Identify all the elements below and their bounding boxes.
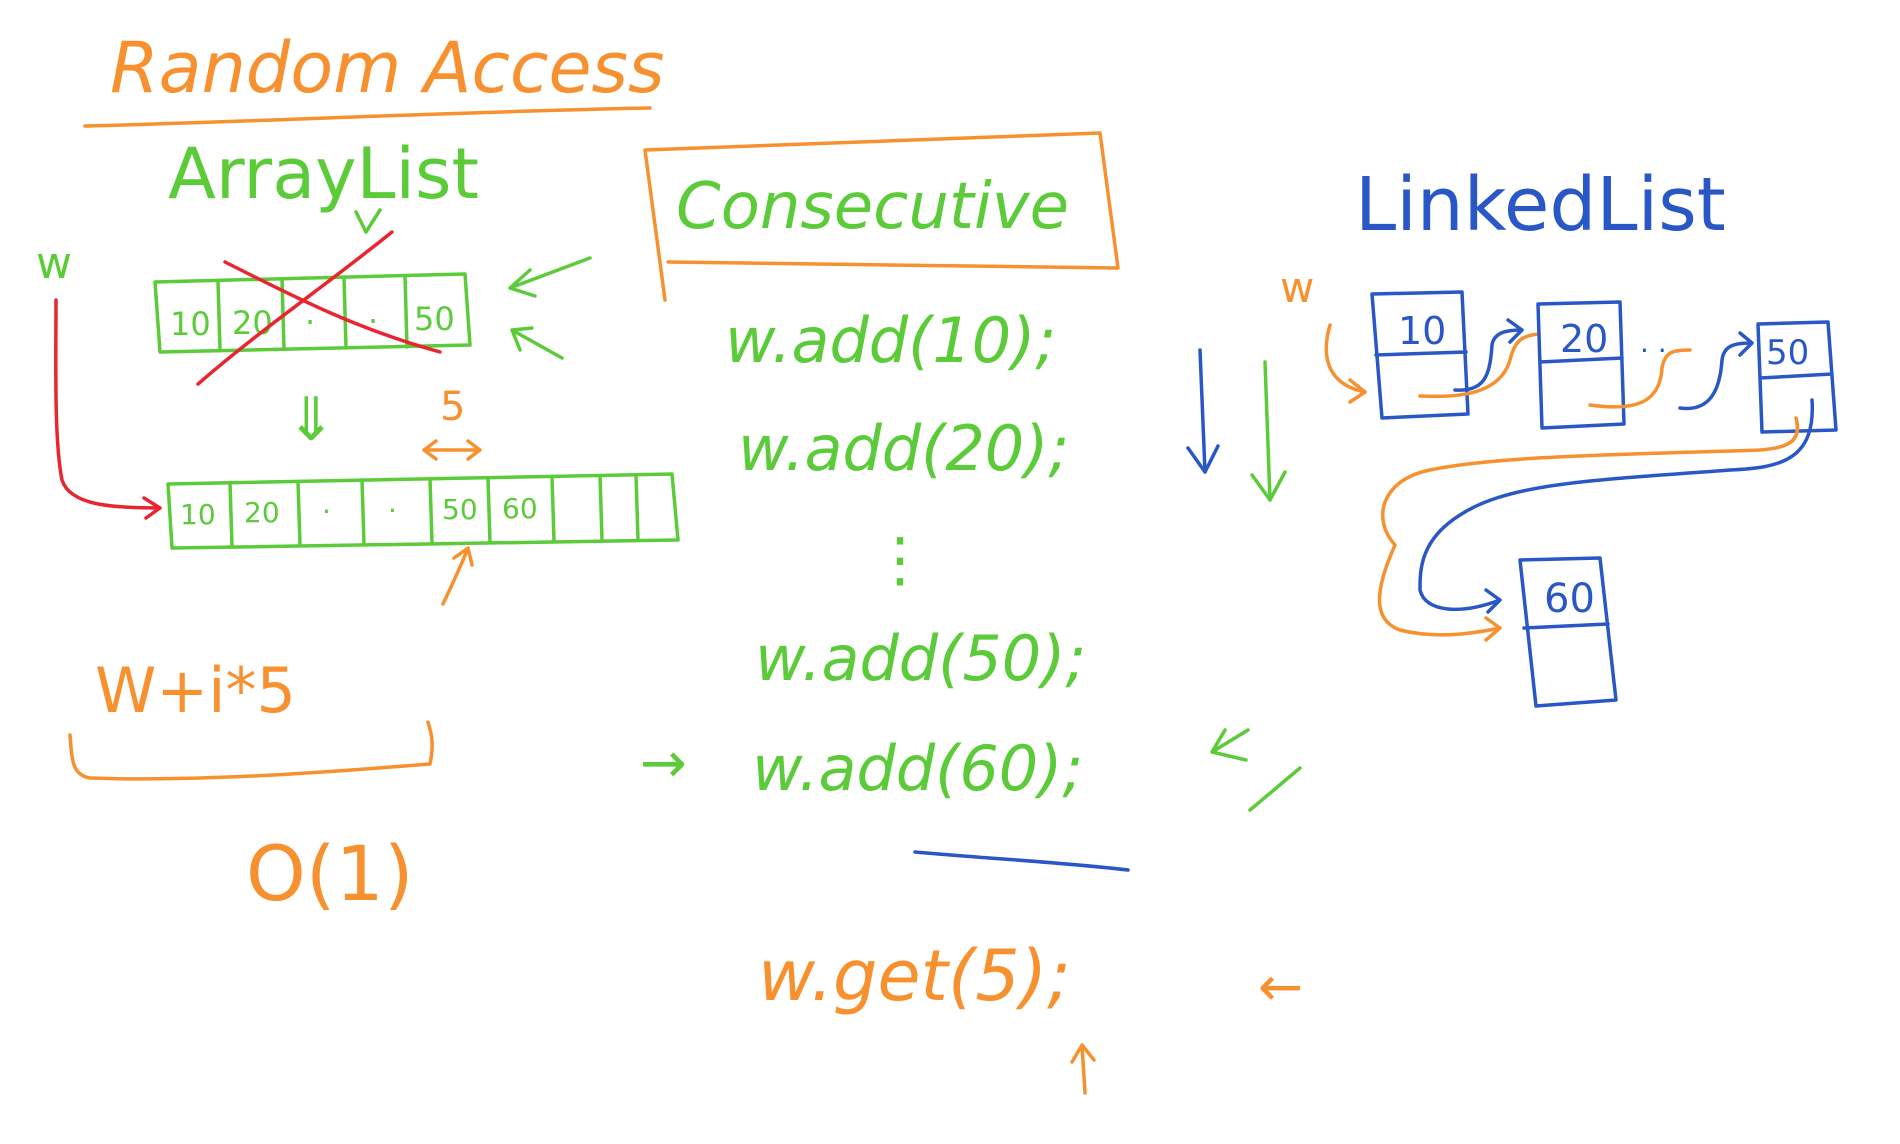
new-cell: 10 — [180, 498, 216, 531]
flow-arrow-icon — [1186, 348, 1220, 474]
old-cell: 10 — [170, 305, 211, 343]
code-line: w.add(20); — [738, 412, 1069, 485]
random-access-heading: Random Access — [110, 27, 664, 109]
pointer-arrow-icon — [54, 298, 162, 520]
old-cell: · — [305, 303, 315, 341]
link-blue — [1418, 398, 1814, 614]
old-cell: · — [368, 302, 378, 340]
index-pointer-arrow-icon — [441, 546, 474, 606]
old-cell: 50 — [414, 300, 455, 338]
arraylist-title: ArrayList — [168, 133, 479, 215]
node-value: 50 — [1766, 333, 1809, 373]
resize-arrow-icon: ⇓ — [286, 385, 336, 455]
consecutive-label: Consecutive — [676, 170, 1069, 244]
linkedlist-title: LinkedList — [1355, 162, 1726, 248]
get-pointer-arrow-icon — [1070, 1043, 1096, 1095]
link-orange — [1377, 416, 1800, 642]
code-ellipsis: ⋮ — [870, 525, 930, 595]
old-cell: 20 — [232, 304, 273, 342]
list-pointer-arrow-icon — [1324, 323, 1367, 404]
array-pointer-label: w — [36, 238, 72, 289]
node-value: 20 — [1560, 317, 1608, 361]
heading-underline — [83, 106, 652, 128]
new-cell: · — [388, 494, 397, 527]
linkedlist-section: LinkedList w 10 20 · · 50 60 — [1280, 162, 1838, 708]
node-value: 10 — [1398, 309, 1446, 353]
list-pointer-label: w — [1280, 263, 1314, 312]
code-line: w.add(60); — [752, 732, 1083, 805]
new-cell: · — [322, 495, 331, 528]
node-value: 60 — [1544, 576, 1595, 622]
title-caret — [354, 208, 382, 234]
flow-arrow-icon-2 — [1250, 360, 1287, 502]
element-size-arrow-icon — [422, 439, 482, 461]
new-cell: 20 — [244, 496, 280, 529]
new-array: 10 20 · · 50 60 — [166, 472, 680, 550]
code-underline — [913, 850, 1130, 872]
node-10: 10 — [1370, 290, 1540, 420]
get-arrow-icon: ← — [1258, 955, 1303, 1018]
incoming-arrow-icon-2 — [510, 326, 564, 360]
add-pointer-arrow-icon — [1210, 728, 1302, 812]
consecutive-box — [643, 131, 1120, 302]
code-line: w.add(10); — [725, 304, 1056, 377]
element-size-label: 5 — [440, 384, 465, 430]
complexity-label: O(1) — [246, 829, 413, 918]
random-access-section: Random Access ArrayList w 10 20 · · 50 ⇓… — [36, 27, 680, 918]
incoming-arrow-icon — [508, 256, 592, 298]
cross-out-mark — [196, 230, 442, 386]
node-20: 20 — [1536, 300, 1626, 430]
code-section: Consecutive w.add(10); w.add(20); ⋮ w.ad… — [640, 131, 1303, 1095]
old-array: 10 20 · · 50 — [153, 272, 472, 354]
formula-brace — [68, 720, 434, 781]
get-call: w.get(5); — [758, 935, 1071, 1017]
address-formula: W+i*5 — [95, 654, 296, 727]
new-cell: 60 — [502, 492, 538, 525]
node-60: 60 — [1518, 556, 1618, 708]
new-cell: 50 — [442, 493, 478, 526]
node-50: 50 — [1756, 320, 1838, 434]
code-line: w.add(50); — [755, 622, 1086, 695]
code-arrow-icon: → — [640, 731, 687, 796]
